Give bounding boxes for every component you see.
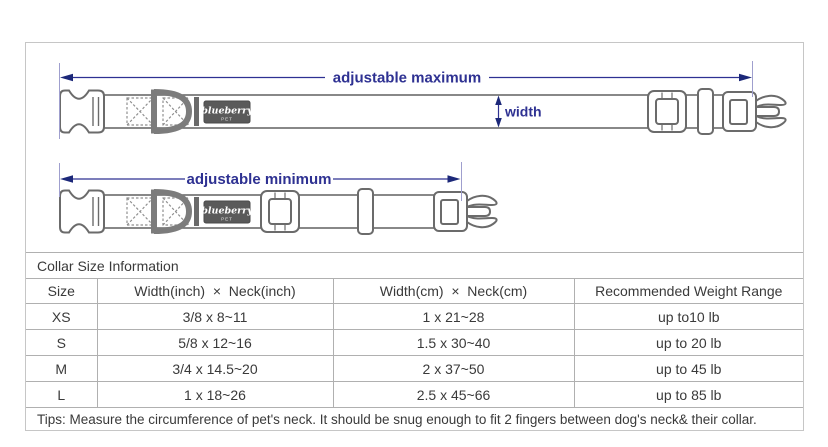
cell-cm: 2 x 37~50 xyxy=(332,355,575,382)
cell-cm: 1 x 21~28 xyxy=(332,303,575,330)
table-header-row: Size Width(inch) × Neck(inch) Width(cm) … xyxy=(26,279,803,304)
col-header-size: Size xyxy=(26,279,98,304)
cell-inch: 1 x 18~26 xyxy=(96,381,334,407)
label-adjustable-maximum: adjustable maximum xyxy=(333,70,481,87)
keeper-max xyxy=(697,88,714,135)
cell-cm: 2.5 x 45~66 xyxy=(332,381,575,407)
tips-note: Tips: Measure the circumference of pet's… xyxy=(26,407,803,430)
cell-inch: 3/4 x 14.5~20 xyxy=(96,355,334,382)
male-buckle-max xyxy=(722,91,787,132)
chart-frame: blueberry PET xyxy=(25,42,804,431)
tri-glide-max xyxy=(647,90,687,133)
male-buckle-min xyxy=(433,191,498,232)
cell-size: M xyxy=(26,355,98,382)
cell-inch: 3/8 x 8~11 xyxy=(96,303,334,330)
cell-weight: up to 85 lb xyxy=(573,381,803,407)
cell-size: XS xyxy=(26,303,98,330)
collar-max xyxy=(60,88,787,135)
table-row: M 3/4 x 14.5~20 2 x 37~50 up to 45 lb xyxy=(26,355,803,382)
cell-weight: up to 45 lb xyxy=(573,355,803,382)
table-title: Collar Size Information xyxy=(26,252,803,279)
table-row: L 1 x 18~26 2.5 x 45~66 up to 85 lb xyxy=(26,381,803,407)
table-row: XS 3/8 x 8~11 1 x 21~28 up to10 lb xyxy=(26,303,803,330)
size-table: Size Width(inch) × Neck(inch) Width(cm) … xyxy=(26,279,803,407)
tri-glide-min xyxy=(260,190,300,233)
keeper-min xyxy=(357,188,374,235)
table-row: S 5/8 x 12~16 1.5 x 30~40 up to 20 lb xyxy=(26,329,803,356)
cell-weight: up to10 lb xyxy=(573,303,803,330)
col-header-cm: Width(cm) × Neck(cm) xyxy=(332,279,575,304)
col-header-weight: Recommended Weight Range xyxy=(573,279,803,304)
collar-diagram: blueberry PET xyxy=(26,61,787,252)
collar-diagram-area: blueberry PET xyxy=(26,43,803,252)
col-header-inch: Width(inch) × Neck(inch) xyxy=(96,279,334,304)
cell-cm: 1.5 x 30~40 xyxy=(332,329,575,356)
label-width: width xyxy=(504,104,542,120)
dimension-arrowheads xyxy=(60,73,752,183)
cell-size: L xyxy=(26,381,98,407)
cell-weight: up to 20 lb xyxy=(573,329,803,356)
collar-min xyxy=(60,188,498,235)
cell-size: S xyxy=(26,329,98,356)
label-adjustable-minimum: adjustable minimum xyxy=(186,171,331,188)
cell-inch: 5/8 x 12~16 xyxy=(96,329,334,356)
